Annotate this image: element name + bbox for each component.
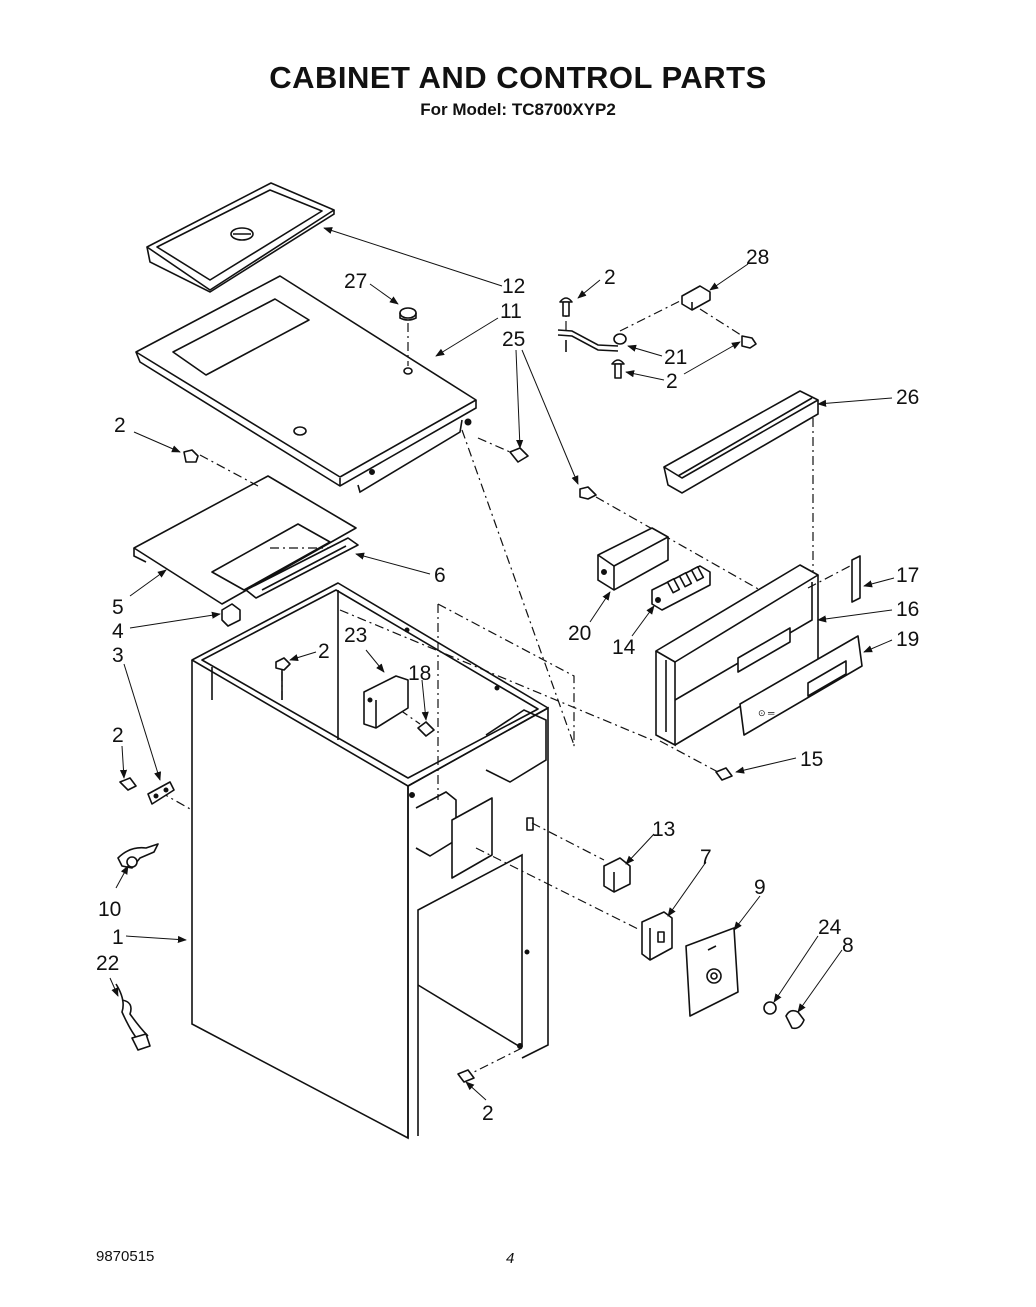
callout-2-left: 2 <box>114 414 126 437</box>
callout-24: 24 <box>818 916 842 939</box>
part-6-hinge-bar <box>245 537 359 599</box>
callout-17: 17 <box>896 564 919 587</box>
callout-14: 14 <box>612 636 636 659</box>
part-10-cord-clamp <box>117 843 159 869</box>
part-22-wire-harness <box>115 983 151 1051</box>
callout-5: 5 <box>112 596 124 619</box>
part-25-screws <box>477 437 761 591</box>
part-26-trim-strip <box>663 390 819 578</box>
part-16-console <box>655 564 851 747</box>
part-12-lid-cover <box>146 182 335 293</box>
callout-1: 1 <box>112 926 124 949</box>
callout-27: 27 <box>344 270 367 293</box>
callout-8: 8 <box>842 934 854 957</box>
part-13-switch <box>603 857 631 893</box>
callout-22: 22 <box>96 952 119 975</box>
part-1-cabinet <box>191 582 549 1140</box>
part-7-block <box>641 911 673 961</box>
callout-labels: 12 27 11 25 2 28 21 2 26 2 6 5 4 3 2 23 … <box>96 246 919 1125</box>
callout-21: 21 <box>664 346 687 369</box>
callout-20: 20 <box>568 622 591 645</box>
document-number: 9870515 <box>96 1248 155 1265</box>
page-number: 4 <box>506 1250 515 1267</box>
callout-2-bottom: 2 <box>482 1102 494 1125</box>
callout-28: 28 <box>746 246 769 269</box>
callout-13: 13 <box>652 818 675 841</box>
part-27-plug <box>399 307 417 366</box>
part-28-bracket <box>619 285 757 349</box>
page-title: CABINET AND CONTROL PARTS <box>269 60 767 95</box>
callout-25: 25 <box>502 328 525 351</box>
callout-23: 23 <box>344 624 367 647</box>
part-11-cabinet-top <box>135 275 477 494</box>
callout-10: 10 <box>98 898 121 921</box>
callout-6: 6 <box>434 564 446 587</box>
part-3-bracket <box>147 781 175 805</box>
callout-16: 16 <box>896 598 919 621</box>
callout-15: 15 <box>800 748 823 771</box>
leader-arrows <box>109 227 895 1101</box>
part-17-end-cap <box>851 555 861 603</box>
part-18-screw <box>417 721 435 737</box>
callout-2-side: 2 <box>112 724 124 747</box>
callout-2-inner: 2 <box>318 640 330 663</box>
part-8-knob <box>785 1009 805 1030</box>
part-4-clip <box>221 603 241 627</box>
part-20-bracket <box>597 527 669 591</box>
part-9-timer-plate <box>685 927 739 1017</box>
callout-12: 12 <box>502 275 525 298</box>
model-subtitle: For Model: TC8700XYP2 <box>420 100 616 119</box>
part-14-switch-block <box>651 565 711 611</box>
callout-11: 11 <box>500 300 522 323</box>
callout-2-top: 2 <box>604 266 616 289</box>
callout-26: 26 <box>896 386 919 409</box>
callout-9: 9 <box>754 876 766 899</box>
callout-4: 4 <box>112 620 124 643</box>
callout-2-right: 2 <box>666 370 678 393</box>
part-24-washer <box>763 1001 777 1015</box>
callout-18: 18 <box>408 662 431 685</box>
part-5-top-plate <box>133 475 357 605</box>
svg-text:⊙ ═: ⊙ ═ <box>758 708 775 718</box>
callout-19: 19 <box>896 628 919 651</box>
callout-3: 3 <box>112 644 124 667</box>
part-23-bracket <box>363 675 409 729</box>
screws-2-cabinet <box>119 449 733 1083</box>
screws-2-upper-right <box>559 297 625 379</box>
callout-7: 7 <box>700 846 712 869</box>
part-19-overlay: ⊙ ═ <box>739 635 863 736</box>
